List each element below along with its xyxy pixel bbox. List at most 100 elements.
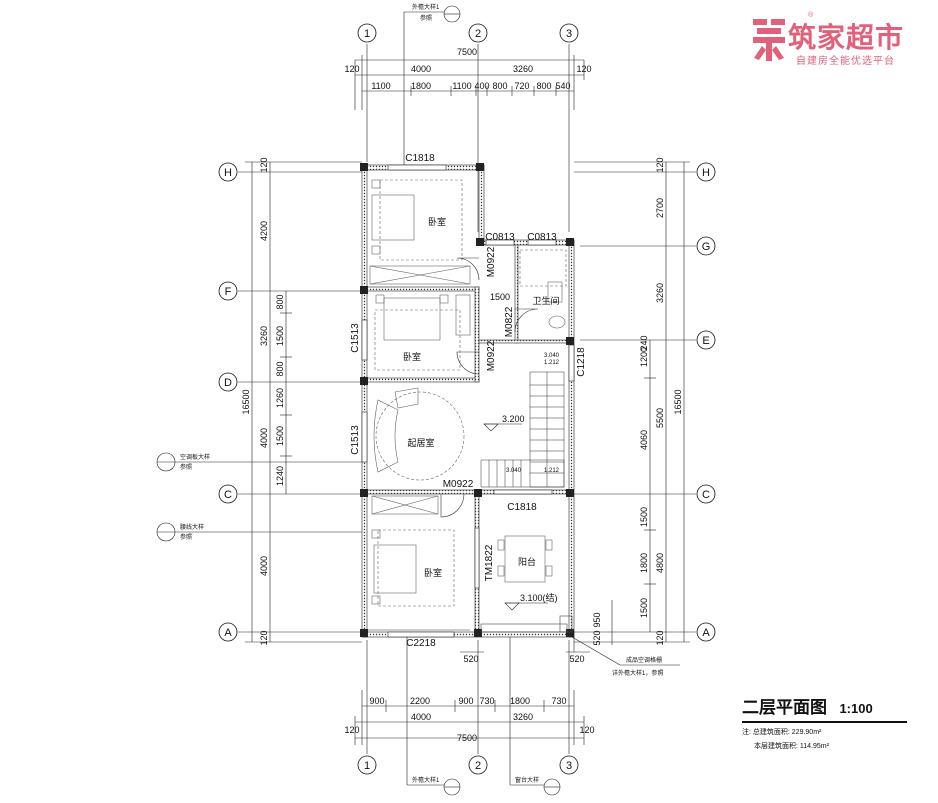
drawing-scale: 1:100: [839, 701, 873, 716]
room-bedroom-1: 卧室: [428, 216, 446, 227]
level-floor: 3.200: [502, 414, 525, 424]
dim-bot-120a: 120: [344, 725, 359, 735]
dim-bot-4000: 4000: [411, 712, 431, 722]
dim-bot-900b: 900: [458, 696, 473, 706]
dim-bot-520b: 520: [569, 654, 584, 664]
area-note-total: 注: 总建筑面积: 229.90m²: [742, 729, 822, 736]
dim-top-total: 7500: [457, 47, 477, 57]
axis-3-top: 3: [566, 28, 572, 40]
callout-right: 成品空调格栅: [626, 656, 662, 664]
dim-left-4000a: 4000: [259, 428, 269, 448]
dim-right-5500: 5500: [655, 408, 665, 428]
axis-H-right: H: [702, 167, 710, 179]
dim-top-4000: 4000: [411, 64, 431, 74]
callout-right-sub: 详外檐大样1，参照: [612, 669, 663, 677]
dim-right-120b: 120: [655, 630, 665, 645]
label-c0813-b: C0813: [527, 232, 557, 243]
dim-right-1500a: 1500: [639, 507, 649, 527]
sink-icon: [548, 315, 566, 329]
axis-grid-lines: [238, 44, 696, 754]
dim-bot-120b: 120: [579, 725, 594, 735]
label-c1513-a: C1513: [350, 323, 361, 353]
axis-3-bottom: 3: [566, 760, 572, 772]
dim-right-2700: 2700: [655, 198, 665, 218]
axis-G-right: G: [702, 241, 711, 253]
dim-left-800b: 800: [275, 361, 285, 376]
label-c2218: C2218: [406, 638, 436, 649]
dim-left-4000b: 4000: [259, 556, 269, 576]
dim-left-120b: 120: [259, 630, 269, 645]
callout-left-b-sub: 参照: [180, 533, 192, 541]
dim-left-1240: 1240: [275, 466, 285, 486]
axis-E-right: E: [702, 335, 709, 347]
axis-bubbles: [218, 23, 716, 775]
dim-right-1800: 1800: [639, 553, 649, 573]
dim-bot-1800: 1800: [510, 696, 530, 706]
dim-right-240: 240: [639, 335, 649, 350]
table-icon: [504, 535, 546, 583]
axis-2-bottom: 2: [475, 760, 481, 772]
dim-top-1800: 1800: [411, 81, 431, 91]
dim-top-3260: 3260: [513, 64, 533, 74]
dim-bot-520a: 520: [463, 654, 478, 664]
dim-top-800a: 800: [492, 81, 507, 91]
dim-mid-1500: 1500: [490, 292, 510, 302]
dim-left-120t: 120: [259, 157, 269, 172]
brand-tagline: 自建房全能优选平台: [796, 56, 895, 67]
drawing-title: 二层平面图: [742, 698, 827, 717]
bed-icon: [383, 297, 441, 341]
sofa-icon: [373, 399, 399, 473]
axis-D-left: D: [224, 377, 232, 389]
dim-bot-2200: 2200: [410, 696, 430, 706]
dim-top-1100b: 1100: [452, 81, 471, 91]
level-stair-d: 1.212: [544, 360, 560, 366]
dim-left-4200: 4200: [259, 221, 269, 241]
windows: [361, 164, 575, 638]
axis-1-bottom: 1: [364, 760, 370, 772]
dim-right-950: 950: [592, 612, 602, 627]
label-c1218: C1218: [576, 347, 587, 377]
callout-top-sub: 参照: [420, 14, 432, 22]
dim-top-720: 720: [514, 81, 529, 91]
room-bedroom-2: 卧室: [403, 351, 421, 362]
dim-bot-total: 7500: [457, 733, 477, 743]
dim-right-120t: 120: [655, 157, 665, 172]
callout-left-b: 腰线大样: [180, 523, 204, 531]
dim-bot-730a: 730: [479, 696, 494, 706]
bed-icon: [373, 544, 417, 594]
dim-left-1260: 1260: [275, 388, 285, 408]
axis-2-top: 2: [475, 28, 481, 40]
axis-C-left: C: [224, 489, 232, 501]
axis-F-left: F: [225, 286, 232, 298]
dimension-text-vertical: 16500 120 4200 3260 4000 4000 120 800 15…: [241, 157, 683, 645]
dim-bot-730b: 730: [551, 696, 566, 706]
title-underline: [742, 721, 907, 723]
brand-logo: ® 筑家超市 自建房全能优选平台: [752, 12, 938, 68]
dim-top-400: 400: [474, 81, 489, 91]
axis-C-right: C: [702, 489, 710, 501]
columns: [360, 163, 574, 637]
label-m0922-c: M0922: [443, 479, 474, 490]
furniture: [369, 179, 567, 607]
dim-right-4060: 4060: [639, 430, 649, 450]
level-stair-a: 3.040: [544, 353, 560, 359]
opening-codes: C1818 C0813 C0813 C1818 C2218 M0922 M092…: [350, 153, 587, 649]
bed-icon: [371, 194, 415, 241]
brand-mark-icon: [753, 19, 785, 61]
label-c1818-mid: C1818: [507, 502, 537, 513]
drawing-title-block: 二层平面图 1:100 注: 总建筑面积: 229.90m² 本层建筑面积: 1…: [742, 693, 922, 751]
dim-right-total: 16500: [673, 389, 683, 414]
room-balcony: 阳台: [518, 556, 536, 567]
level-stair-b: 1.212: [544, 468, 560, 474]
dim-right-1500b: 1500: [639, 598, 649, 618]
staircase: [480, 371, 565, 488]
dim-right-1200: 1200: [639, 347, 649, 367]
dim-left-total: 16500: [241, 389, 251, 414]
dim-right-3260: 3260: [655, 283, 665, 303]
level-balcony: 3.100(结): [520, 592, 558, 603]
brand-name: 筑家超市: [788, 22, 905, 53]
axis-H-left: H: [224, 167, 232, 179]
callout-bottom-1: 外檐大样1: [412, 776, 440, 784]
dim-left-1500b: 1500: [275, 426, 285, 446]
